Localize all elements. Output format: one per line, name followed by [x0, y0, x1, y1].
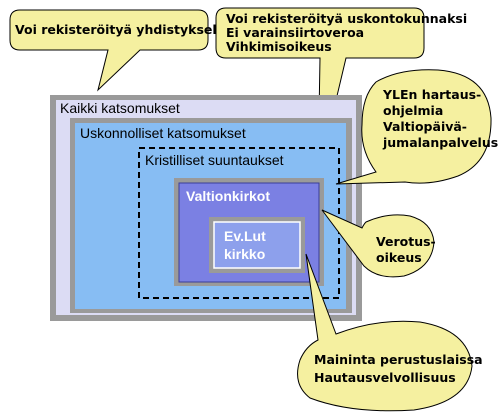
ev-lut-label-line-2: kirkko	[224, 246, 265, 262]
christian-denominations-label: Kristilliset suuntaukset	[145, 152, 284, 168]
callout-religious-community-line-3: Vihkimisoikeus	[226, 39, 332, 54]
all-views-label: Kaikki katsomukset	[60, 100, 180, 116]
callout-constitution-line-2: Hautausvelvollisuus	[314, 370, 456, 385]
ev-lut-box	[213, 221, 301, 269]
state-churches-label: Valtionkirkot	[186, 188, 270, 204]
callout-yle-line-2: ohjelmia	[383, 103, 443, 118]
ev-lut-label-line-1: Ev.Lut	[224, 228, 266, 244]
callout-yle-line-3: Valtiopäivä-	[383, 119, 467, 134]
callout-taxation-line-2: oikeus	[376, 250, 422, 265]
religious-views-label: Uskonnolliset katsomukset	[80, 125, 246, 141]
callout-association-line-1: Voi rekisteröityä yhdistykseksi	[15, 22, 232, 37]
callout-taxation-line-1: Verotus-	[376, 234, 436, 249]
callout-yle-line-4: jumalanpalvelus	[382, 135, 498, 150]
callout-yle-line-1: YLEn hartaus-	[382, 87, 481, 102]
callout-religious-community: Voi rekisteröityä uskontokunnaksi Ei var…	[215, 7, 467, 177]
callout-constitution-line-1: Maininta perustuslaissa	[314, 352, 483, 367]
callout-religious-community-line-2: Ei varainsiirtoveroa	[226, 25, 364, 40]
callout-association: Voi rekisteröityä yhdistykseksi	[9, 9, 232, 92]
callout-taxation: Verotus- oikeus	[321, 209, 436, 278]
callout-religious-community-line-1: Voi rekisteröityä uskontokunnaksi	[226, 11, 467, 26]
callout-yle: YLEn hartaus- ohjelmia Valtiopäivä- juma…	[335, 69, 498, 185]
callout-constitution: Maininta perustuslaissa Hautausvelvollis…	[297, 253, 483, 412]
